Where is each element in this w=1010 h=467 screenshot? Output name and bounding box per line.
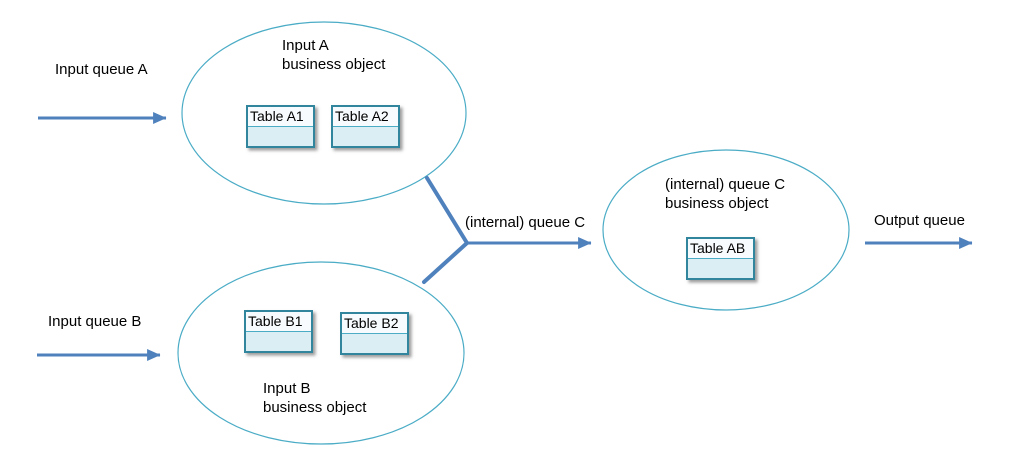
table-box-b2-label: Table B2 bbox=[342, 314, 407, 334]
table-box-b2-body bbox=[342, 334, 407, 353]
title-queue-c-line1: (internal) queue C bbox=[665, 176, 786, 193]
label-input-queue-b: Input queue B bbox=[48, 313, 142, 330]
table-box-a1: Table A1 bbox=[246, 105, 315, 148]
table-box-a2-label: Table A2 bbox=[333, 107, 398, 127]
ellipse-queue-c-business-object bbox=[602, 149, 850, 311]
table-box-ab-label: Table AB bbox=[688, 239, 753, 259]
table-box-b2: Table B2 bbox=[340, 312, 409, 355]
label-output-queue: Output queue bbox=[874, 212, 965, 229]
ellipse-input-a-business-object bbox=[181, 21, 467, 205]
title-input-a-line1: Input A bbox=[282, 37, 329, 54]
connector-from-input-b bbox=[422, 241, 469, 284]
connector-from-input-a bbox=[425, 176, 469, 245]
title-input-a-line2: business object bbox=[282, 56, 386, 73]
title-queue-c: (internal) queue C business object bbox=[665, 175, 785, 213]
table-box-b1-body bbox=[246, 332, 311, 351]
title-input-b: Input B business object bbox=[263, 379, 366, 417]
table-box-a2-body bbox=[333, 127, 398, 146]
table-box-a2: Table A2 bbox=[331, 105, 400, 148]
title-input-a: Input A business object bbox=[282, 36, 385, 74]
label-internal-queue-c: (internal) queue C bbox=[465, 214, 586, 231]
table-box-a1-body bbox=[248, 127, 313, 146]
title-input-b-line1: Input B bbox=[263, 380, 311, 397]
table-box-b1-label: Table B1 bbox=[246, 312, 311, 332]
title-input-b-line2: business object bbox=[263, 399, 367, 416]
table-box-b1: Table B1 bbox=[244, 310, 313, 353]
table-box-ab-body bbox=[688, 259, 753, 278]
table-box-a1-label: Table A1 bbox=[248, 107, 313, 127]
ellipse-input-b-business-object bbox=[177, 261, 465, 445]
label-input-queue-a: Input queue A bbox=[55, 61, 148, 78]
table-box-ab: Table AB bbox=[686, 237, 755, 280]
title-queue-c-line2: business object bbox=[665, 195, 769, 212]
